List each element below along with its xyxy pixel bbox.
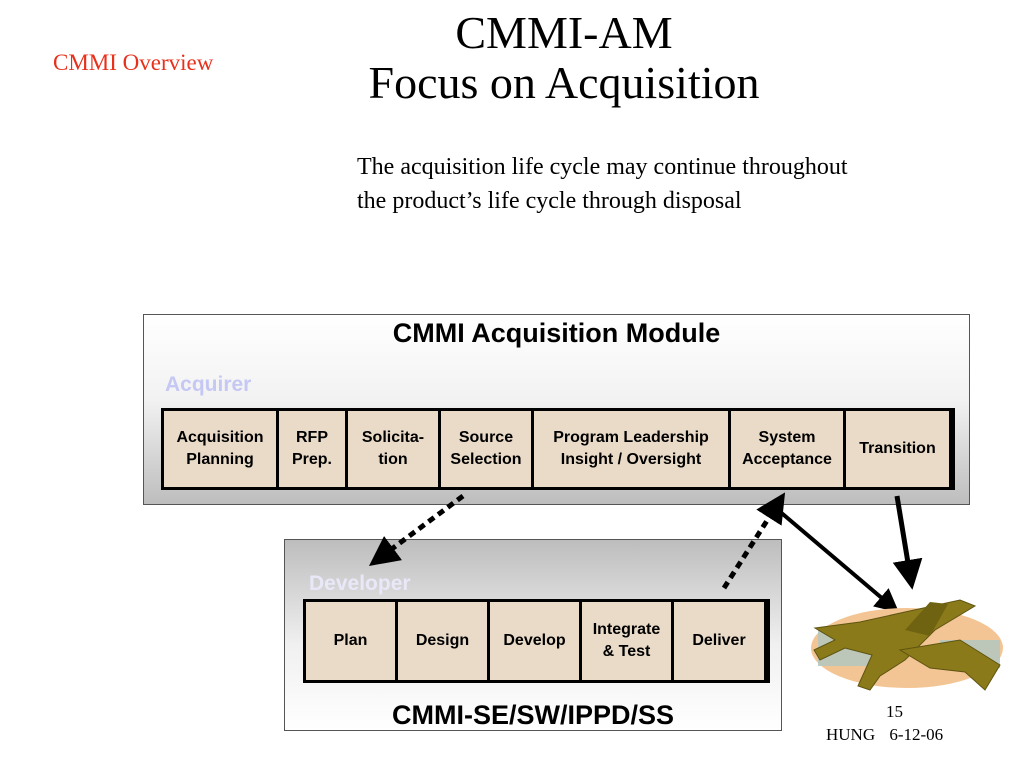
note-line-2: the product’s life cycle through disposa… <box>357 188 742 214</box>
phase-plan: Plan <box>306 602 395 680</box>
title-line-1: CMMI-AM <box>455 7 673 58</box>
footer-date: 6-12-06 <box>889 725 944 744</box>
dotted-line-deliver-to-acceptance <box>721 492 786 590</box>
section-label: CMMI Overview <box>53 50 214 75</box>
phase-integrate-test: Integrate& Test <box>582 602 671 680</box>
phase-develop: Develop <box>490 602 579 680</box>
phase-transition: Transition <box>846 411 949 487</box>
developer-label: Developer <box>309 572 411 595</box>
footer-author: HUNG <box>826 725 876 744</box>
arrow-transition-to-aircraft <box>892 495 923 590</box>
phase-deliver: Deliver <box>674 602 764 680</box>
phase-design: Design <box>398 602 487 680</box>
arrow-acceptance-to-aircraft <box>776 508 900 613</box>
developer-phase-row: Plan Design Develop Integrate& Test Deli… <box>303 599 770 683</box>
aircraft-icon <box>811 599 1003 691</box>
acquisition-module-box: CMMI Acquisition Module Acquirer Acquisi… <box>143 314 970 505</box>
developer-module-label: CMMI-SE/SW/IPPD/SS <box>391 700 675 730</box>
page-number: 15 <box>886 702 903 721</box>
lifecycle-note: The acquisition life cycle may continue … <box>357 150 977 218</box>
phase-solicitation: Solicita-tion <box>348 411 438 487</box>
dotted-arrow-rfp-to-developer <box>368 493 465 566</box>
footer-credit: HUNG 6-12-06 <box>826 725 943 745</box>
acquisition-module-title: CMMI Acquisition Module <box>392 318 721 348</box>
acquirer-label: Acquirer <box>165 373 252 396</box>
title-line-2: Focus on Acquisition <box>368 57 760 108</box>
note-line-1: The acquisition life cycle may continue … <box>357 154 848 180</box>
developer-module-box: Developer Plan Design Develop Integrate&… <box>284 539 782 731</box>
page-title: CMMI-AM Focus on Acquisition <box>300 8 828 108</box>
